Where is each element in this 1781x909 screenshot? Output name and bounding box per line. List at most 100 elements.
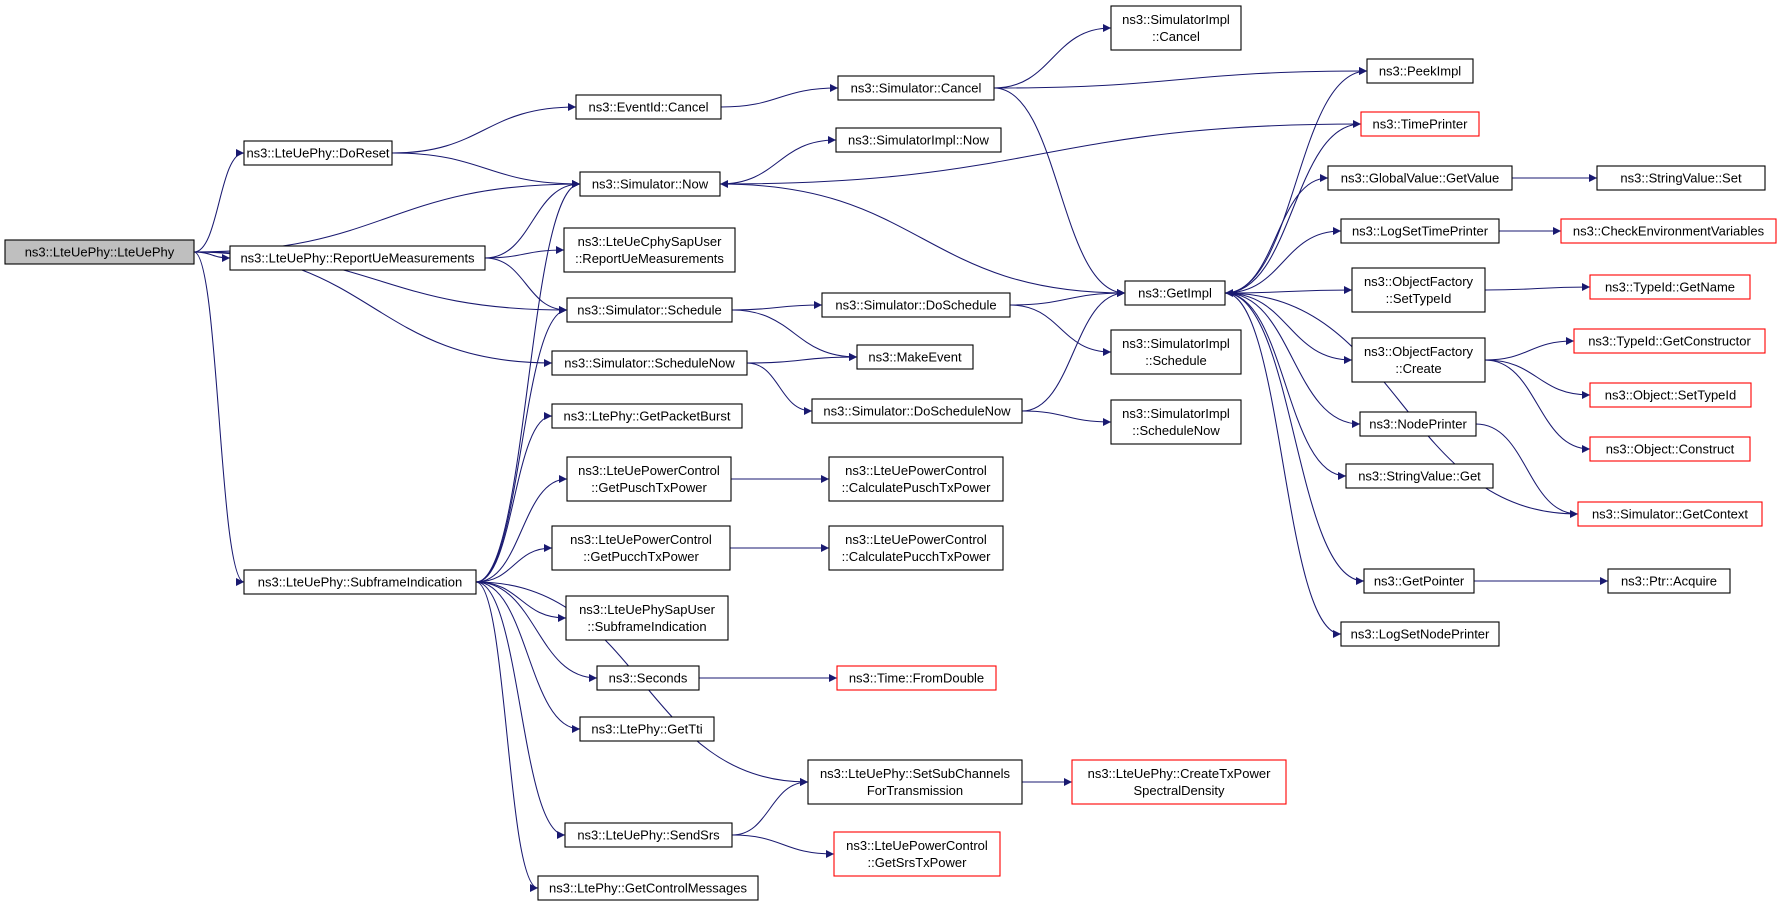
node-gvgetvalue[interactable]: ns3::GlobalValue::GetValue: [1327, 165, 1513, 191]
node-implsched[interactable]: ns3::SimulatorImpl::Schedule: [1110, 329, 1242, 375]
node-box-svget: [1345, 463, 1494, 489]
edge-getimpl-to-logsettime: [1224, 227, 1342, 294]
node-cphysap[interactable]: ns3::LteUeCphySapUser::ReportUeMeasureme…: [563, 227, 736, 273]
node-logsetnode[interactable]: ns3::LogSetNodePrinter: [1340, 621, 1500, 647]
node-label-setsubch-line-1: ForTransmission: [867, 783, 963, 798]
node-box-ofsettypeid: [1351, 267, 1486, 313]
node-simcancel[interactable]: ns3::Simulator::Cancel: [837, 75, 995, 101]
node-box-setsubch: [807, 759, 1023, 805]
node-calcpucch[interactable]: ns3::LteUePowerControl::CalculatePucchTx…: [828, 525, 1004, 571]
node-doschednow[interactable]: ns3::Simulator::DoScheduleNow: [811, 398, 1023, 424]
node-eventcancel[interactable]: ns3::EventId::Cancel: [575, 94, 722, 120]
node-getctrl[interactable]: ns3::LtePhy::GetControlMessages: [537, 875, 759, 901]
node-implcancel[interactable]: ns3::SimulatorImpl::Cancel: [1110, 5, 1242, 51]
node-box-tidgetctor: [1573, 328, 1766, 354]
node-simschednow[interactable]: ns3::Simulator::ScheduleNow: [551, 350, 748, 376]
node-box-sendsrs: [564, 822, 733, 848]
node-getpusch[interactable]: ns3::LteUePowerControl::GetPuschTxPower: [566, 456, 732, 502]
node-label-ofcreate-line-0: ns3::ObjectFactory: [1364, 344, 1474, 359]
node-label-getsrs-line-1: ::GetSrsTxPower: [868, 855, 968, 870]
node-makeevent[interactable]: ns3::MakeEvent: [856, 344, 974, 370]
node-ptracquire[interactable]: ns3::Ptr::Acquire: [1607, 568, 1731, 594]
node-label-logsetnode-line-0: ns3::LogSetNodePrinter: [1351, 627, 1490, 642]
edge-simnow-to-implnow: [719, 136, 837, 185]
node-label-getpucch-line-1: ::GetPucchTxPower: [583, 549, 699, 564]
node-label-objsettid-line-0: ns3::Object::SetTypeId: [1605, 388, 1737, 403]
edge-ofcreate-to-objsettid: [1484, 359, 1591, 399]
node-getpointer[interactable]: ns3::GetPointer: [1363, 568, 1475, 594]
edge-ofcreate-to-tidgetctor: [1484, 337, 1575, 361]
edge-simcancel-to-peekimpl: [993, 67, 1368, 89]
edge-simschednow-to-makeevent: [746, 353, 858, 364]
node-label-implcancel-line-1: ::Cancel: [1152, 29, 1200, 44]
node-box-physap: [565, 595, 729, 641]
node-calcpusch[interactable]: ns3::LteUePowerControl::CalculatePuschTx…: [828, 456, 1004, 502]
node-root[interactable]: ns3::LteUePhy::LteUePhy: [4, 239, 195, 265]
node-setsubch[interactable]: ns3::LteUePhy::SetSubChannelsForTransmis…: [807, 759, 1023, 805]
node-peekimpl[interactable]: ns3::PeekImpl: [1366, 58, 1474, 84]
edge-doschednow-to-implschednow: [1021, 410, 1112, 426]
node-simsched[interactable]: ns3::Simulator::Schedule: [566, 297, 733, 323]
node-box-nodeprinter: [1359, 411, 1477, 437]
edges-layer: [193, 24, 1608, 892]
node-box-tidgetname: [1589, 274, 1751, 300]
edge-getimpl-to-logsetnode: [1224, 292, 1342, 638]
node-nodeprinter[interactable]: ns3::NodePrinter: [1359, 411, 1477, 437]
node-ofsettypeid[interactable]: ns3::ObjectFactory::SetTypeId: [1351, 267, 1486, 313]
node-subframe[interactable]: ns3::LteUePhy::SubframeIndication: [243, 569, 477, 595]
node-label-ofsettypeid-line-1: ::SetTypeId: [1386, 291, 1452, 306]
node-createtx[interactable]: ns3::LteUePhy::CreateTxPowerSpectralDens…: [1071, 759, 1287, 805]
node-objconstruct[interactable]: ns3::Object::Construct: [1589, 436, 1751, 462]
node-physap[interactable]: ns3::LteUePhySapUser::SubframeIndication: [565, 595, 729, 641]
edge-timeprinter-to-simnow: [719, 123, 1362, 188]
node-label-getpacketburst-line-0: ns3::LtePhy::GetPacketBurst: [564, 409, 731, 424]
edge-subframe-to-gettti: [475, 581, 581, 733]
node-tidgetname[interactable]: ns3::TypeId::GetName: [1589, 274, 1751, 300]
node-label-getpusch-line-0: ns3::LteUePowerControl: [578, 463, 720, 478]
node-svset[interactable]: ns3::StringValue::Set: [1596, 165, 1766, 191]
node-checkenv[interactable]: ns3::CheckEnvironmentVariables: [1560, 218, 1777, 244]
node-sendsrs[interactable]: ns3::LteUePhy::SendSrs: [564, 822, 733, 848]
node-getpucch[interactable]: ns3::LteUePowerControl::GetPucchTxPower: [551, 525, 731, 571]
node-svget[interactable]: ns3::StringValue::Get: [1345, 463, 1494, 489]
node-label-simnow-line-0: ns3::Simulator::Now: [592, 177, 709, 192]
node-label-implnow-line-0: ns3::SimulatorImpl::Now: [848, 133, 989, 148]
node-tidgetctor[interactable]: ns3::TypeId::GetConstructor: [1573, 328, 1766, 354]
node-box-objsettid: [1589, 382, 1752, 408]
node-label-physap-line-1: ::SubframeIndication: [587, 619, 706, 634]
node-ofcreate[interactable]: ns3::ObjectFactory::Create: [1351, 337, 1486, 383]
node-label-cphysap-line-1: ::ReportUeMeasurements: [575, 251, 724, 266]
node-label-makeevent-line-0: ns3::MakeEvent: [868, 350, 962, 365]
node-label-simsched-line-0: ns3::Simulator::Schedule: [577, 303, 722, 318]
node-box-dosched: [821, 292, 1011, 318]
node-box-implcancel: [1110, 5, 1242, 51]
node-seconds[interactable]: ns3::Seconds: [596, 665, 700, 691]
edge-simcancel-to-getimpl: [993, 87, 1126, 297]
node-gettti[interactable]: ns3::LtePhy::GetTti: [579, 716, 715, 742]
node-simnow[interactable]: ns3::Simulator::Now: [579, 171, 721, 197]
node-box-eventcancel: [575, 94, 722, 120]
node-box-reportue: [229, 245, 486, 271]
node-fromdouble[interactable]: ns3::Time::FromDouble: [836, 665, 997, 691]
node-getpacketburst[interactable]: ns3::LtePhy::GetPacketBurst: [551, 403, 743, 429]
node-doreset[interactable]: ns3::LteUePhy::DoReset: [243, 140, 393, 166]
node-label-implsched-line-0: ns3::SimulatorImpl: [1122, 336, 1230, 351]
node-logsettime[interactable]: ns3::LogSetTimePrinter: [1340, 218, 1500, 244]
node-label-eventcancel-line-0: ns3::EventId::Cancel: [589, 100, 709, 115]
node-simgetctx[interactable]: ns3::Simulator::GetContext: [1577, 501, 1763, 527]
node-implnow[interactable]: ns3::SimulatorImpl::Now: [835, 127, 1002, 153]
node-getsrs[interactable]: ns3::LteUePowerControl::GetSrsTxPower: [833, 831, 1001, 877]
node-label-calcpucch-line-0: ns3::LteUePowerControl: [845, 532, 987, 547]
node-dosched[interactable]: ns3::Simulator::DoSchedule: [821, 292, 1011, 318]
node-label-calcpucch-line-1: ::CalculatePucchTxPower: [842, 549, 992, 564]
node-objsettid[interactable]: ns3::Object::SetTypeId: [1589, 382, 1752, 408]
edge-sendsrs-to-getsrs: [731, 834, 835, 858]
node-reportue[interactable]: ns3::LteUePhy::ReportUeMeasurements: [229, 245, 486, 271]
node-box-checkenv: [1560, 218, 1777, 244]
node-timeprinter[interactable]: ns3::TimePrinter: [1360, 111, 1480, 137]
edge-eventcancel-to-simcancel: [720, 84, 839, 108]
node-getimpl[interactable]: ns3::GetImpl: [1124, 280, 1226, 306]
node-label-sendsrs-line-0: ns3::LteUePhy::SendSrs: [577, 828, 720, 843]
node-implschednow[interactable]: ns3::SimulatorImpl::ScheduleNow: [1110, 399, 1242, 445]
node-box-implsched: [1110, 329, 1242, 375]
